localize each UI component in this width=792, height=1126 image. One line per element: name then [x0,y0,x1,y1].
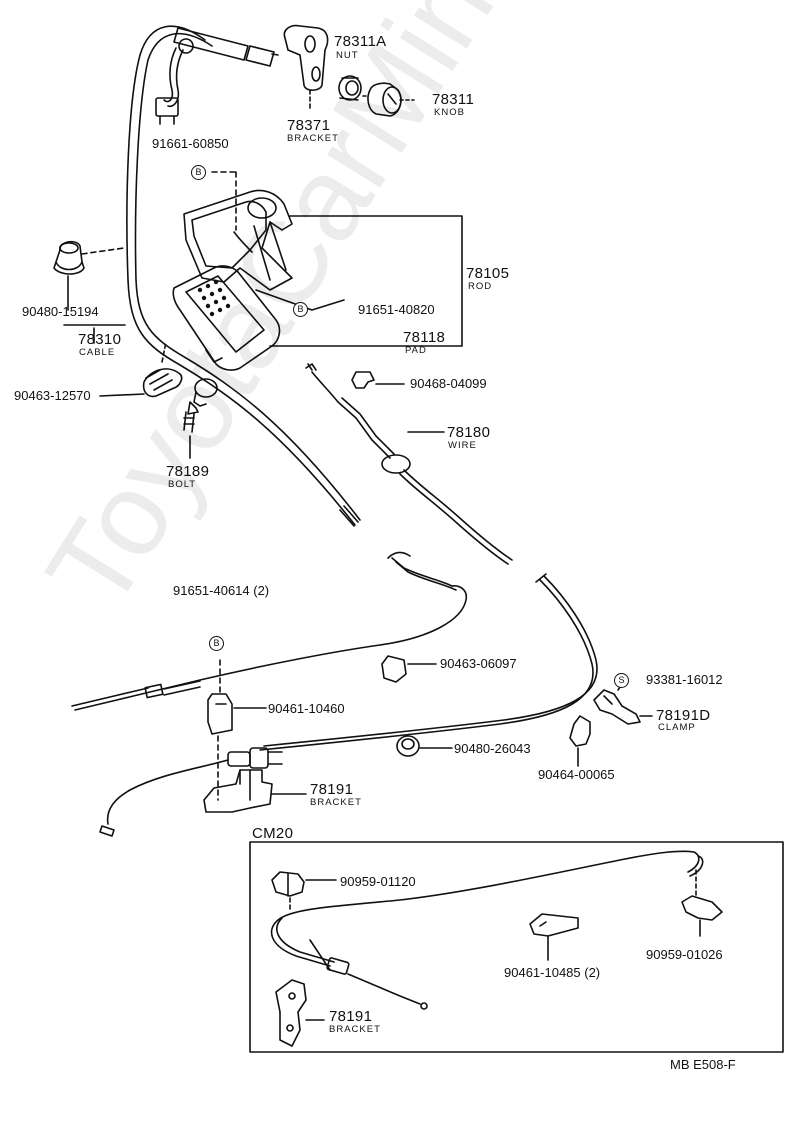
label-78311-number: 78311 [432,91,475,108]
label-90464-00065: 90464-00065 [538,767,615,782]
label-78191b-number: 78191 [329,1008,373,1025]
label-90468-04099: 90468-04099 [410,376,487,391]
inset-clip-90461-10485 [529,913,579,961]
label-78189-number: 78189 [166,463,210,480]
label-78191-name: BRACKET [310,797,362,808]
cable-connector [155,27,279,125]
clip-90461-10460 [207,659,267,801]
label-78191-number: 78191 [310,781,354,798]
label-78118-number: 78118 [403,329,446,346]
inset-title: CM20 [252,825,294,842]
clip-90468-04099 [351,371,405,389]
label-78310-number: 78310 [78,331,122,348]
label-78371-number: 78371 [287,117,331,134]
label-90463-06097: 90463-06097 [440,656,517,671]
label-91651-40820: 91651-40820 [358,302,435,317]
label-78105-number: 78105 [466,265,510,282]
pad-78118 [172,265,281,371]
label-78189-name: BOLT [168,479,197,490]
label-90461-10485: 90461-10485 (2) [504,965,601,980]
clip-90463-06097 [381,655,437,683]
label-90463-12570: 90463-12570 [14,388,91,403]
label-78371-name: BRACKET [287,133,339,144]
knob-78311 [361,82,415,117]
marker-b-icon: B [293,302,308,317]
label-78191D-name: CLAMP [658,722,696,733]
label-78180-number: 78180 [447,424,491,441]
grommet-90480-15194 [53,240,125,311]
label-78311A-name: NUT [336,50,359,61]
inset-clamp-90959-01120 [271,871,337,913]
label-78191D-number: 78191D [656,707,711,724]
lower-cable [71,557,468,711]
marker-b-icon: B [191,165,206,180]
label-78191b-name: BRACKET [329,1024,381,1035]
label-78118-name: PAD [405,345,427,356]
label-91661-60850: 91661-60850 [152,136,229,151]
label-78311-name: KNOB [434,107,465,118]
clamp-90464-00065 [569,715,591,767]
footer-code: MB E508-F [670,1057,736,1072]
label-78311A-number: 78311A [334,33,387,50]
clamp-90463-12570 [99,341,183,398]
label-90959-01120: 90959-01120 [340,874,416,889]
label-93381-16012: 93381-16012 [646,672,723,687]
inset-clamp-90959-01026 [681,869,723,937]
inset-bracket-78191 [275,979,325,1047]
cable-78310 [126,25,361,527]
label-90480-15194: 90480-15194 [22,304,99,319]
grommet-90480-26043 [396,735,453,757]
rod-pad-bracket [269,215,463,347]
marker-b-icon: B [209,636,224,651]
right-cable [259,573,598,751]
wire-78180 [305,363,513,565]
inset-cable [270,850,704,1010]
marker-s-icon: S [614,673,629,688]
bracket-78191 [203,769,307,813]
inset-box [249,841,784,1053]
pedal-rod-78105 [183,189,293,291]
label-78105-name: ROD [468,281,493,292]
bolt-78189 [183,378,218,459]
bracket-78371 [283,24,329,111]
label-78180-name: WIRE [448,440,477,451]
label-90461-10460: 90461-10460 [268,701,345,716]
label-90959-01026: 90959-01026 [646,947,723,962]
clamp-78191D [593,683,653,725]
label-90480-26043: 90480-26043 [454,741,531,756]
label-91651-40614: 91651-40614 (2) [173,583,270,598]
cable-fitting [99,747,283,837]
label-78310-name: CABLE [79,347,116,358]
nut-78311A [338,75,362,101]
